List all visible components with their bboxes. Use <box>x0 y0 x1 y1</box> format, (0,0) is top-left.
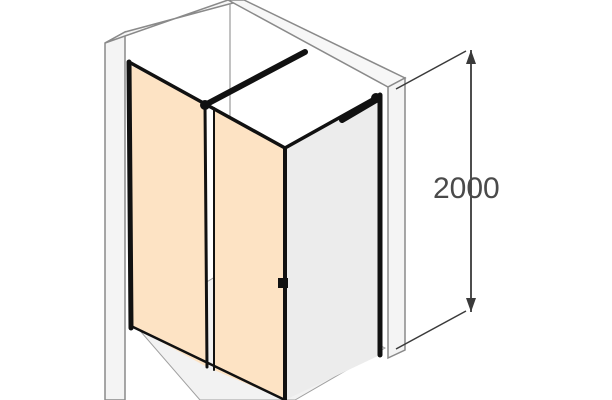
stabilizer-bracket-side <box>371 93 381 103</box>
frame-profiles <box>126 59 383 400</box>
stabilizer-bar-back <box>202 49 308 108</box>
extension-line-bottom <box>395 310 467 350</box>
height-dimension: 2000 <box>395 50 500 350</box>
left-wall-profile <box>126 59 134 331</box>
right-wall-slab <box>387 76 406 360</box>
bottom-rail <box>129 324 287 400</box>
side-glass-panel <box>285 95 380 400</box>
stabilizer-bracket-back <box>200 100 210 110</box>
stabilizer-bars <box>200 49 381 123</box>
left-wall-slab <box>104 30 126 400</box>
glass-panels <box>130 65 380 400</box>
height-dimension-label: 2000 <box>433 172 500 205</box>
fixed-panel-edge <box>203 102 209 369</box>
arrowhead-top <box>466 50 476 64</box>
top-wall-slab-right <box>227 0 407 88</box>
stabilizer-bar-side <box>339 97 379 123</box>
top-wall-slab-left <box>104 0 245 44</box>
fixed-glass-panel <box>130 65 207 367</box>
arrowhead-bottom <box>466 298 476 312</box>
extension-line-top <box>395 50 467 90</box>
door-handle <box>278 278 288 288</box>
sliding-door-panel <box>214 108 285 400</box>
